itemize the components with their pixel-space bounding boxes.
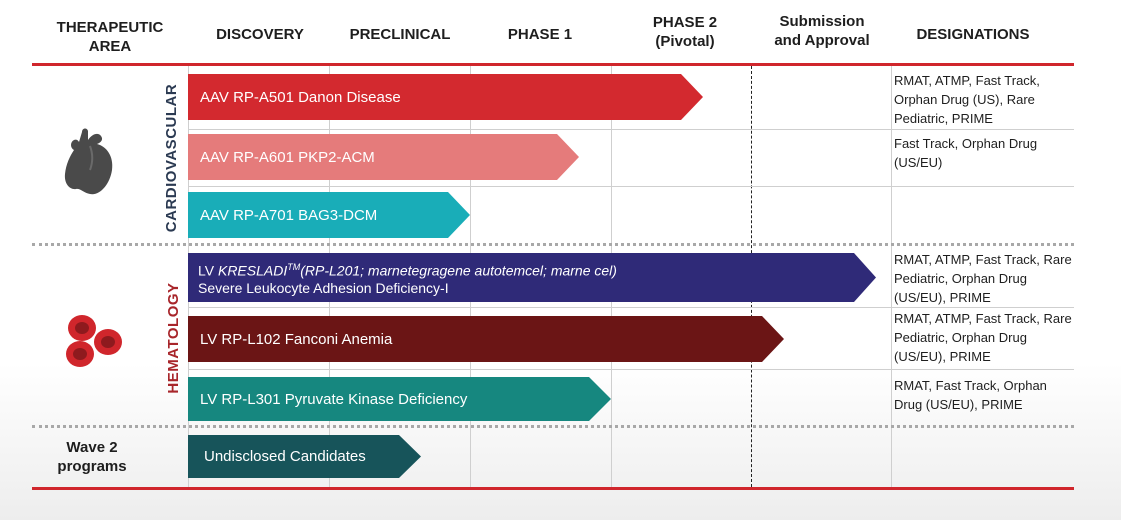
- grid-col-6: [891, 66, 892, 487]
- header-submission: Submission and Approval: [752, 12, 892, 50]
- header-phase2: PHASE 2 (Pivotal): [615, 13, 755, 51]
- section-divider-2: [32, 425, 1074, 428]
- program-label: AAV RP-A601 PKP2-ACM: [200, 148, 375, 166]
- header-therapeutic-area: THERAPEUTIC AREA: [56, 19, 164, 55]
- heart-icon: [64, 128, 113, 195]
- blood-cells-icon: [66, 315, 122, 367]
- trademark-sup: TM: [287, 261, 301, 272]
- program-bar-rp-l102[interactable]: LV RP-L102 Fanconi Anemia: [188, 316, 784, 362]
- row-sep-3: [188, 307, 1074, 308]
- designations-rp-l201: RMAT, ATMP, Fast Track, Rare Pediatric, …: [894, 252, 1072, 305]
- header-discovery: DISCOVERY: [216, 26, 304, 43]
- top-rule: [32, 63, 1074, 66]
- program-label-line2: Severe Leukocyte Adhesion Deficiency-I: [198, 280, 449, 297]
- row-sep-4: [188, 369, 1074, 370]
- header-phase2-line2: (Pivotal): [655, 33, 715, 50]
- header-preclinical: PRECLINICAL: [349, 26, 451, 43]
- area-wave2: Wave 2 programs: [57, 439, 127, 475]
- area-hematology: HEMATOLOGY: [165, 282, 182, 394]
- header-phase1: PHASE 1: [507, 26, 573, 43]
- designations-rp-a601: Fast Track, Orphan Drug (US/EU): [894, 136, 1038, 170]
- header-submission-line1: Submission: [779, 13, 865, 30]
- designations-rp-a501: RMAT, ATMP, Fast Track, Orphan Drug (US)…: [894, 73, 1040, 126]
- program-label-prefix: LV: [198, 262, 218, 279]
- header-submission-line2: and Approval: [774, 32, 870, 49]
- program-bar-rp-a601[interactable]: AAV RP-A601 PKP2-ACM: [188, 134, 579, 180]
- program-label: LV RP-L301 Pyruvate Kinase Deficiency: [200, 390, 468, 408]
- program-bar-rp-l201[interactable]: LV KRESLADITM(RP-L201; marnetegragene au…: [188, 253, 876, 302]
- program-bar-rp-a701[interactable]: AAV RP-A701 BAG3-DCM: [188, 192, 470, 238]
- program-label-brand: KRESLADI: [217, 262, 288, 279]
- row-sep-1: [188, 129, 1074, 130]
- header-phase2-line1: PHASE 2: [652, 14, 718, 31]
- program-label-detail: (RP-L201; marnetegragene autotemcel; mar…: [300, 262, 617, 279]
- program-bar-undisclosed[interactable]: Undisclosed Candidates: [188, 435, 421, 478]
- designations-rp-l102: RMAT, ATMP, Fast Track, Rare Pediatric, …: [894, 311, 1072, 364]
- section-divider-1: [32, 243, 1074, 246]
- program-label: AAV RP-A501 Danon Disease: [200, 88, 401, 106]
- header-designations: DESIGNATIONS: [916, 26, 1030, 43]
- designations-rp-l301: RMAT, Fast Track, Orphan Drug (US/EU), P…: [894, 378, 1047, 412]
- program-bar-rp-l301[interactable]: LV RP-L301 Pyruvate Kinase Deficiency: [188, 377, 611, 421]
- program-label: AAV RP-A701 BAG3-DCM: [200, 206, 378, 224]
- program-label: LV RP-L102 Fanconi Anemia: [200, 330, 393, 348]
- program-bar-rp-a501[interactable]: AAV RP-A501 Danon Disease: [188, 74, 703, 120]
- row-sep-2: [188, 186, 1074, 187]
- area-cardiovascular: CARDIOVASCULAR: [163, 83, 180, 233]
- bottom-rule: [32, 487, 1074, 490]
- program-label: Undisclosed Candidates: [204, 448, 366, 465]
